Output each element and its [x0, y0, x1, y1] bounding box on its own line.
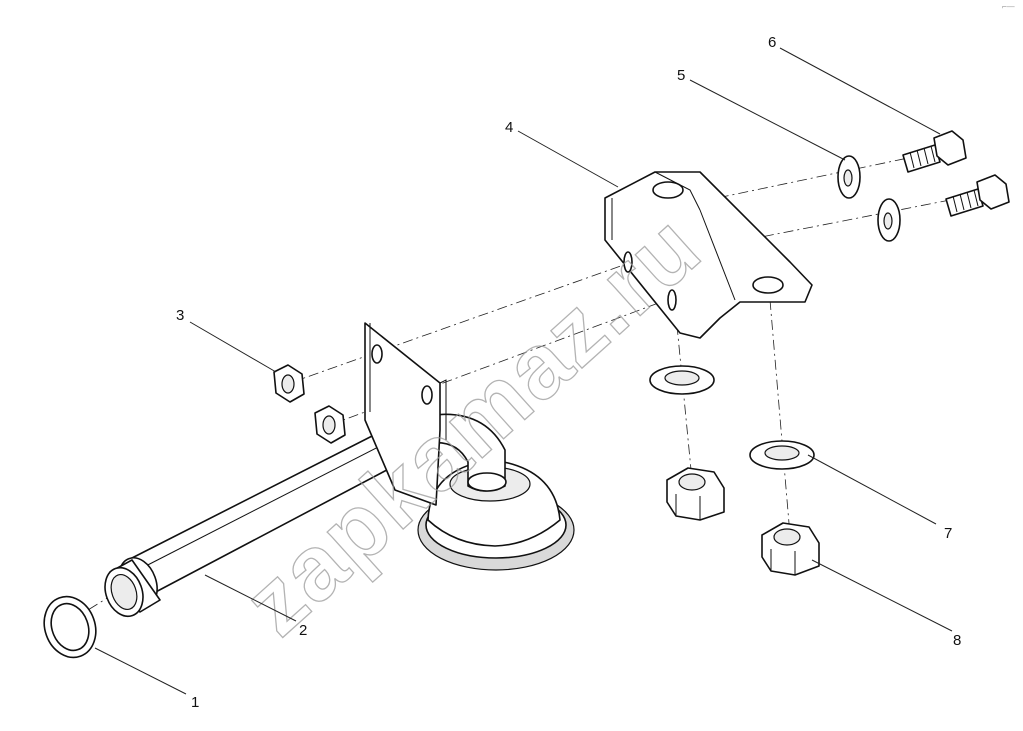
watermark-text: zapkamaz.ru: [225, 195, 720, 655]
nut-small-pair: [273, 364, 346, 444]
washer-upper-pair: [837, 155, 901, 242]
bracket-part: [604, 171, 813, 339]
leader-lines: [94, 47, 953, 695]
callout-5: 5: [677, 67, 685, 84]
callout-2: 2: [299, 622, 307, 639]
callout-7: 7: [944, 525, 952, 542]
callout-labels: 1 2 3 4 5 6 7 8: [176, 34, 961, 711]
callout-8: 8: [953, 632, 961, 649]
bolt-pair: [902, 130, 1010, 217]
sealing-ring-part: [43, 595, 97, 659]
nut-large-pair: [666, 467, 820, 576]
corner-mark: ⌐—: [1002, 2, 1015, 11]
callout-6: 6: [768, 34, 776, 51]
washer-lower-pair: [649, 365, 815, 470]
oil-intake-pipe-part: [104, 322, 575, 618]
callout-1: 1: [191, 694, 199, 711]
callout-4: 4: [505, 119, 513, 136]
callout-3: 3: [176, 307, 184, 324]
